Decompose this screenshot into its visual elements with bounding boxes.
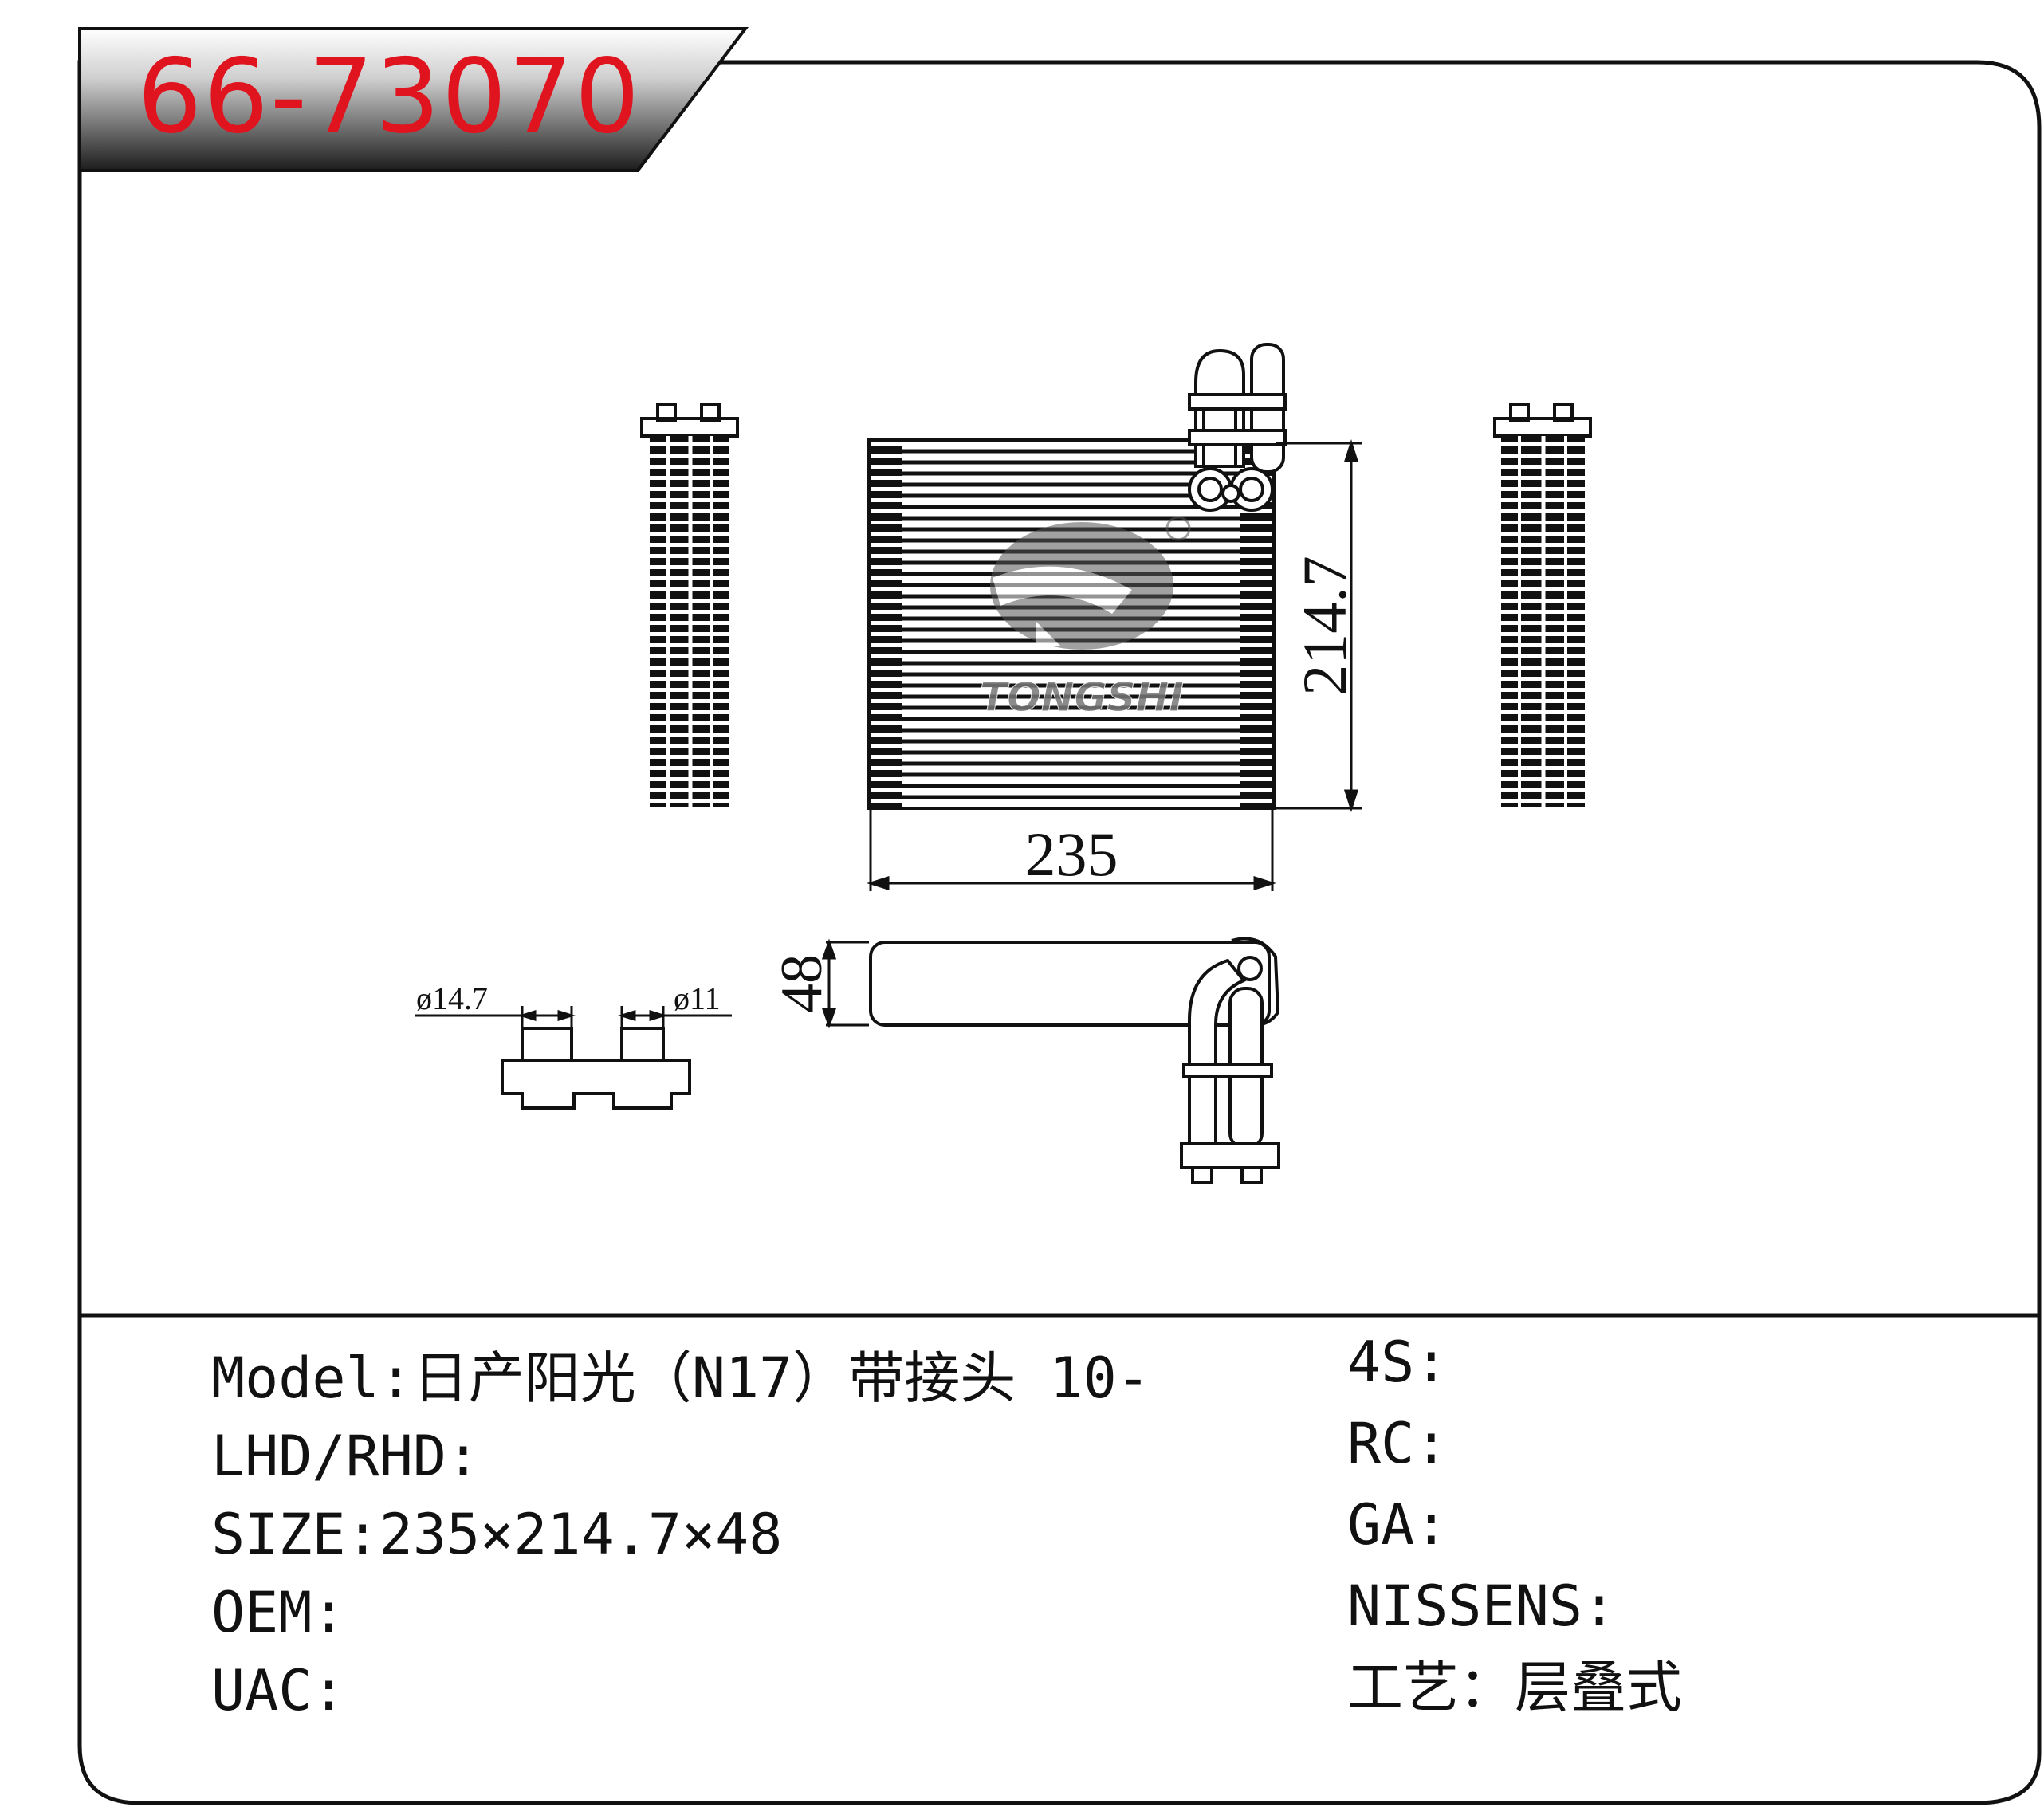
- outlet-diameter-label: ø11: [674, 980, 721, 1016]
- tongshi-logo-wordmark: TONGSHI: [980, 674, 1184, 721]
- top-view-core: [869, 937, 1280, 1027]
- dimension-depth-label: 48: [769, 954, 835, 1013]
- outer-frame: [77, 60, 2042, 1805]
- dimension-height: [1276, 439, 1362, 812]
- spec-list-right: 4S: RC: GA: NISSENS: 工艺：层叠式: [1347, 1323, 1985, 1730]
- spec-ga-label: GA:: [1347, 1492, 1448, 1558]
- spec-model-value: 日产阳光（N17）带接头 10-: [412, 1346, 1150, 1411]
- spec-ga: GA:: [1347, 1486, 1985, 1567]
- spec-lhd-label: LHD/RHD:: [211, 1424, 481, 1489]
- spec-list-left: Model:日产阳光（N17）带接头 10- LHD/RHD: SIZE:235×…: [211, 1339, 1327, 1730]
- dimension-width: [867, 810, 1276, 891]
- spec-oem: OEM:: [211, 1573, 1327, 1652]
- dimension-height-label: 214.7: [1290, 556, 1359, 696]
- spec-uac-label: UAC:: [211, 1658, 346, 1723]
- spec-uac: UAC:: [211, 1652, 1327, 1730]
- connector-flange: [501, 1027, 691, 1110]
- spec-model: Model:日产阳光（N17）带接头 10- LHD/RHD:: [211, 1339, 1272, 1495]
- inlet-diameter-label: ø14.7: [416, 980, 488, 1016]
- side-view-left: [640, 403, 739, 807]
- header-tab: [78, 27, 749, 172]
- spec-craft-value: 层叠式: [1515, 1655, 1682, 1720]
- side-view-right: [1493, 403, 1592, 807]
- front-view-pipes: [1188, 343, 1287, 512]
- spec-size-value: 235×214.7×48: [379, 1502, 783, 1567]
- part-number-title: 66-73070: [137, 37, 642, 156]
- spec-nissens: NISSENS:: [1347, 1567, 1985, 1648]
- spec-4s-label: 4S:: [1347, 1330, 1448, 1395]
- spec-model-label: Model:: [211, 1346, 413, 1411]
- spec-craft: 工艺：层叠式: [1347, 1648, 1985, 1730]
- tongshi-logo: [990, 516, 1191, 650]
- spec-rc-label: RC:: [1347, 1411, 1448, 1476]
- spec-rc: RC:: [1347, 1405, 1985, 1486]
- spec-4s: 4S:: [1347, 1323, 1985, 1405]
- spec-size: SIZE:235×214.7×48: [211, 1495, 1327, 1573]
- connector-dimensions: [415, 1006, 732, 1028]
- dimension-depth: [821, 938, 869, 1029]
- spec-size-label: SIZE:: [211, 1502, 379, 1567]
- spec-craft-label: 工艺：: [1347, 1655, 1515, 1720]
- dimension-width-label: 235: [1025, 819, 1118, 889]
- top-view-pipes: [1180, 956, 1280, 1184]
- spec-oem-label: OEM:: [211, 1580, 346, 1645]
- spec-nissens-label: NISSENS:: [1347, 1573, 1617, 1639]
